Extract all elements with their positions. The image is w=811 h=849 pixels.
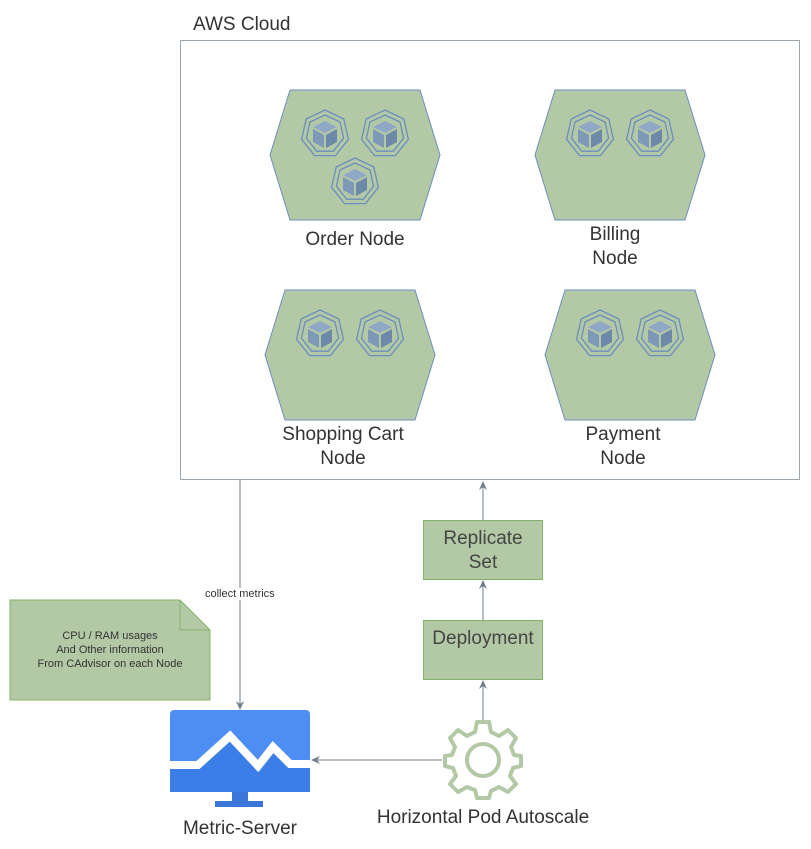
monitor-icon <box>170 710 310 807</box>
collect-metrics-label: collect metrics <box>205 588 275 600</box>
autoscaler-label: Horizontal Pod Autoscale <box>376 807 590 828</box>
billing-node-label: Billing Node <box>589 224 641 269</box>
shopping-cart-node-label: Shopping Cart Node <box>282 424 404 469</box>
order-node-shape <box>269 89 441 221</box>
aws-cloud-container[interactable] <box>180 40 800 480</box>
deployment-box[interactable]: Deployment <box>423 620 543 680</box>
metric-server-label: Metric-Server <box>182 818 297 839</box>
cloud-title: AWS Cloud <box>193 14 291 35</box>
payment-node-shape <box>544 289 716 421</box>
order-node-label: Order Node <box>305 229 405 250</box>
billing-node-shape <box>534 89 706 221</box>
shopping-cart-node-shape <box>264 289 436 421</box>
payment-node-label: Payment Node <box>585 424 661 469</box>
gear-icon <box>443 720 523 800</box>
note-shape <box>9 599 211 701</box>
note-text: CPU / RAM usages And Other information F… <box>37 630 183 670</box>
replicate-set-box[interactable]: Replicate Set <box>423 520 543 580</box>
